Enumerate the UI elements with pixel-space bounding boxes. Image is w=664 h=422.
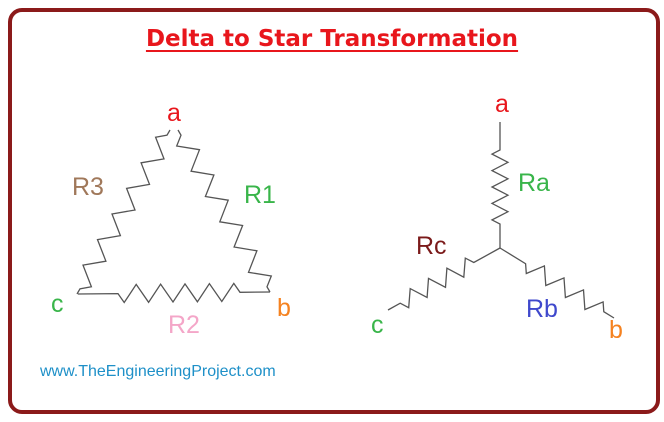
delta-node-c-label: c bbox=[51, 290, 64, 318]
delta-r1-label: R1 bbox=[244, 181, 276, 209]
delta-r2-label: R2 bbox=[168, 311, 200, 339]
star-node-a-label: a bbox=[495, 90, 509, 118]
delta-r3-label: R3 bbox=[72, 173, 104, 201]
star-resistor-ra bbox=[490, 122, 510, 248]
delta-resistor-r2 bbox=[77, 282, 271, 304]
star-rc-label: Rc bbox=[416, 232, 447, 260]
star-node-b-label: b bbox=[609, 316, 623, 344]
diagram-title: Delta to Star Transformation bbox=[145, 26, 519, 52]
star-node-c-label: c bbox=[371, 311, 384, 339]
delta-node-b-label: b bbox=[277, 294, 291, 322]
delta-node-a-label: a bbox=[167, 99, 181, 127]
delta-resistor-r3 bbox=[76, 129, 171, 295]
diagram-frame bbox=[8, 8, 660, 414]
star-resistor-rb bbox=[499, 247, 615, 319]
star-ra-label: Ra bbox=[518, 169, 550, 197]
delta-network bbox=[76, 129, 273, 304]
star-network bbox=[387, 122, 615, 319]
star-rb-label: Rb bbox=[526, 295, 558, 323]
star-resistor-rc bbox=[387, 247, 501, 311]
website-url: www.TheEngineeringProject.com bbox=[40, 363, 276, 380]
delta-resistor-r1 bbox=[175, 129, 273, 293]
